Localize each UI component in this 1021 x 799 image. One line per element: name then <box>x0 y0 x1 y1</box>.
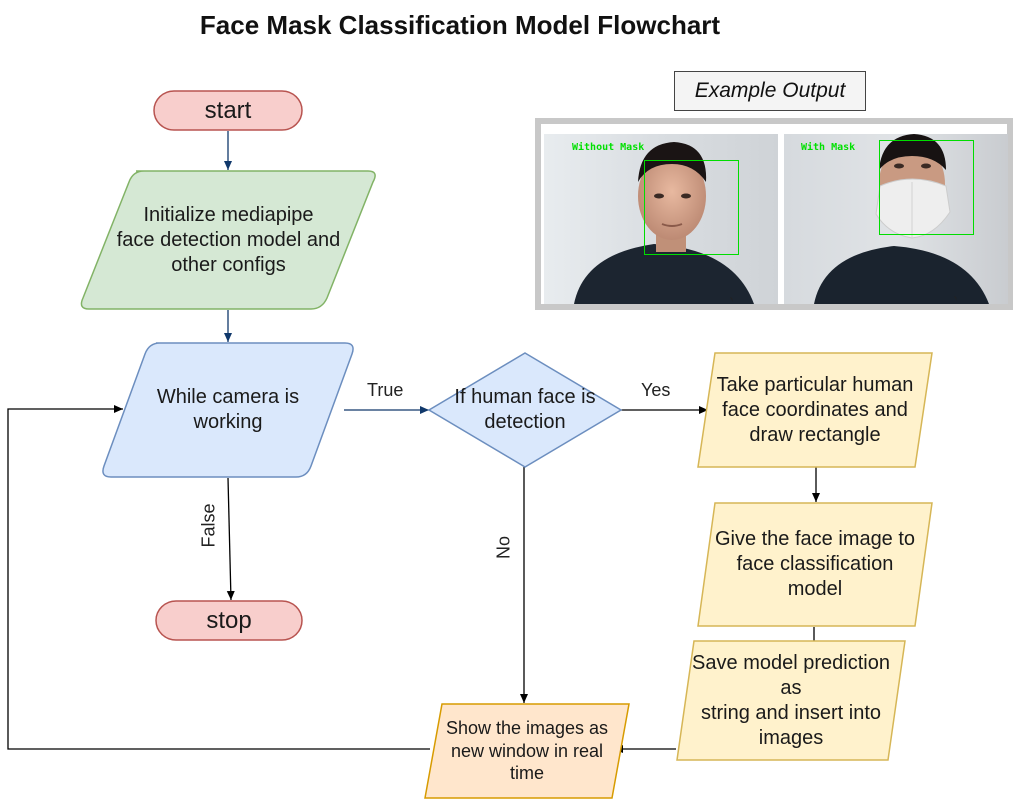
if-face-label: If human face is detection <box>454 386 596 433</box>
while-step: While camera is working <box>100 342 356 478</box>
init-label: Initialize mediapipe face detection mode… <box>116 203 341 276</box>
init-step: Initialize mediapipe face detection mode… <box>78 170 379 310</box>
take-coordinates-label: Take particular human face coordinates a… <box>716 373 914 446</box>
face-detection-box-left <box>644 160 739 255</box>
show-images-step: Show the images as new window in real ti… <box>424 703 630 799</box>
edge-while-stop <box>226 477 235 601</box>
save-prediction-step: Save model prediction as string and inse… <box>676 640 906 761</box>
example-output-frame: Without Mask With Mask <box>535 118 1013 310</box>
give-face-label: Give the face image to face classificati… <box>714 528 916 600</box>
diagram-title: Face Mask Classification Model Flowchart <box>199 10 721 40</box>
show-images-label: Show the images as new window in real ti… <box>445 718 609 784</box>
face-detection-box-right <box>879 140 974 235</box>
without-mask-caption: Without Mask <box>572 142 645 153</box>
photo-with-mask: With Mask <box>784 134 1008 304</box>
stop-terminal: stop <box>155 600 303 641</box>
save-prediction-label: Save model prediction as string and inse… <box>692 651 890 749</box>
example-output-heading: Example Output <box>674 71 866 111</box>
edge-label-true: True <box>367 380 404 400</box>
stop-label: stop <box>206 606 252 634</box>
edge-label-no: No <box>493 536 514 560</box>
start-label: start <box>204 96 252 124</box>
edge-label-yes: Yes <box>641 380 671 400</box>
edge-label-false: False <box>198 503 219 548</box>
give-face-step: Give the face image to face classificati… <box>697 502 933 627</box>
photo-without-mask: Without Mask <box>544 134 778 304</box>
while-label: While camera is working <box>156 386 300 433</box>
if-face-decision: If human face is detection <box>427 352 623 468</box>
start-terminal: start <box>153 90 303 131</box>
with-mask-caption: With Mask <box>801 142 856 153</box>
take-coordinates-step: Take particular human face coordinates a… <box>697 352 933 468</box>
